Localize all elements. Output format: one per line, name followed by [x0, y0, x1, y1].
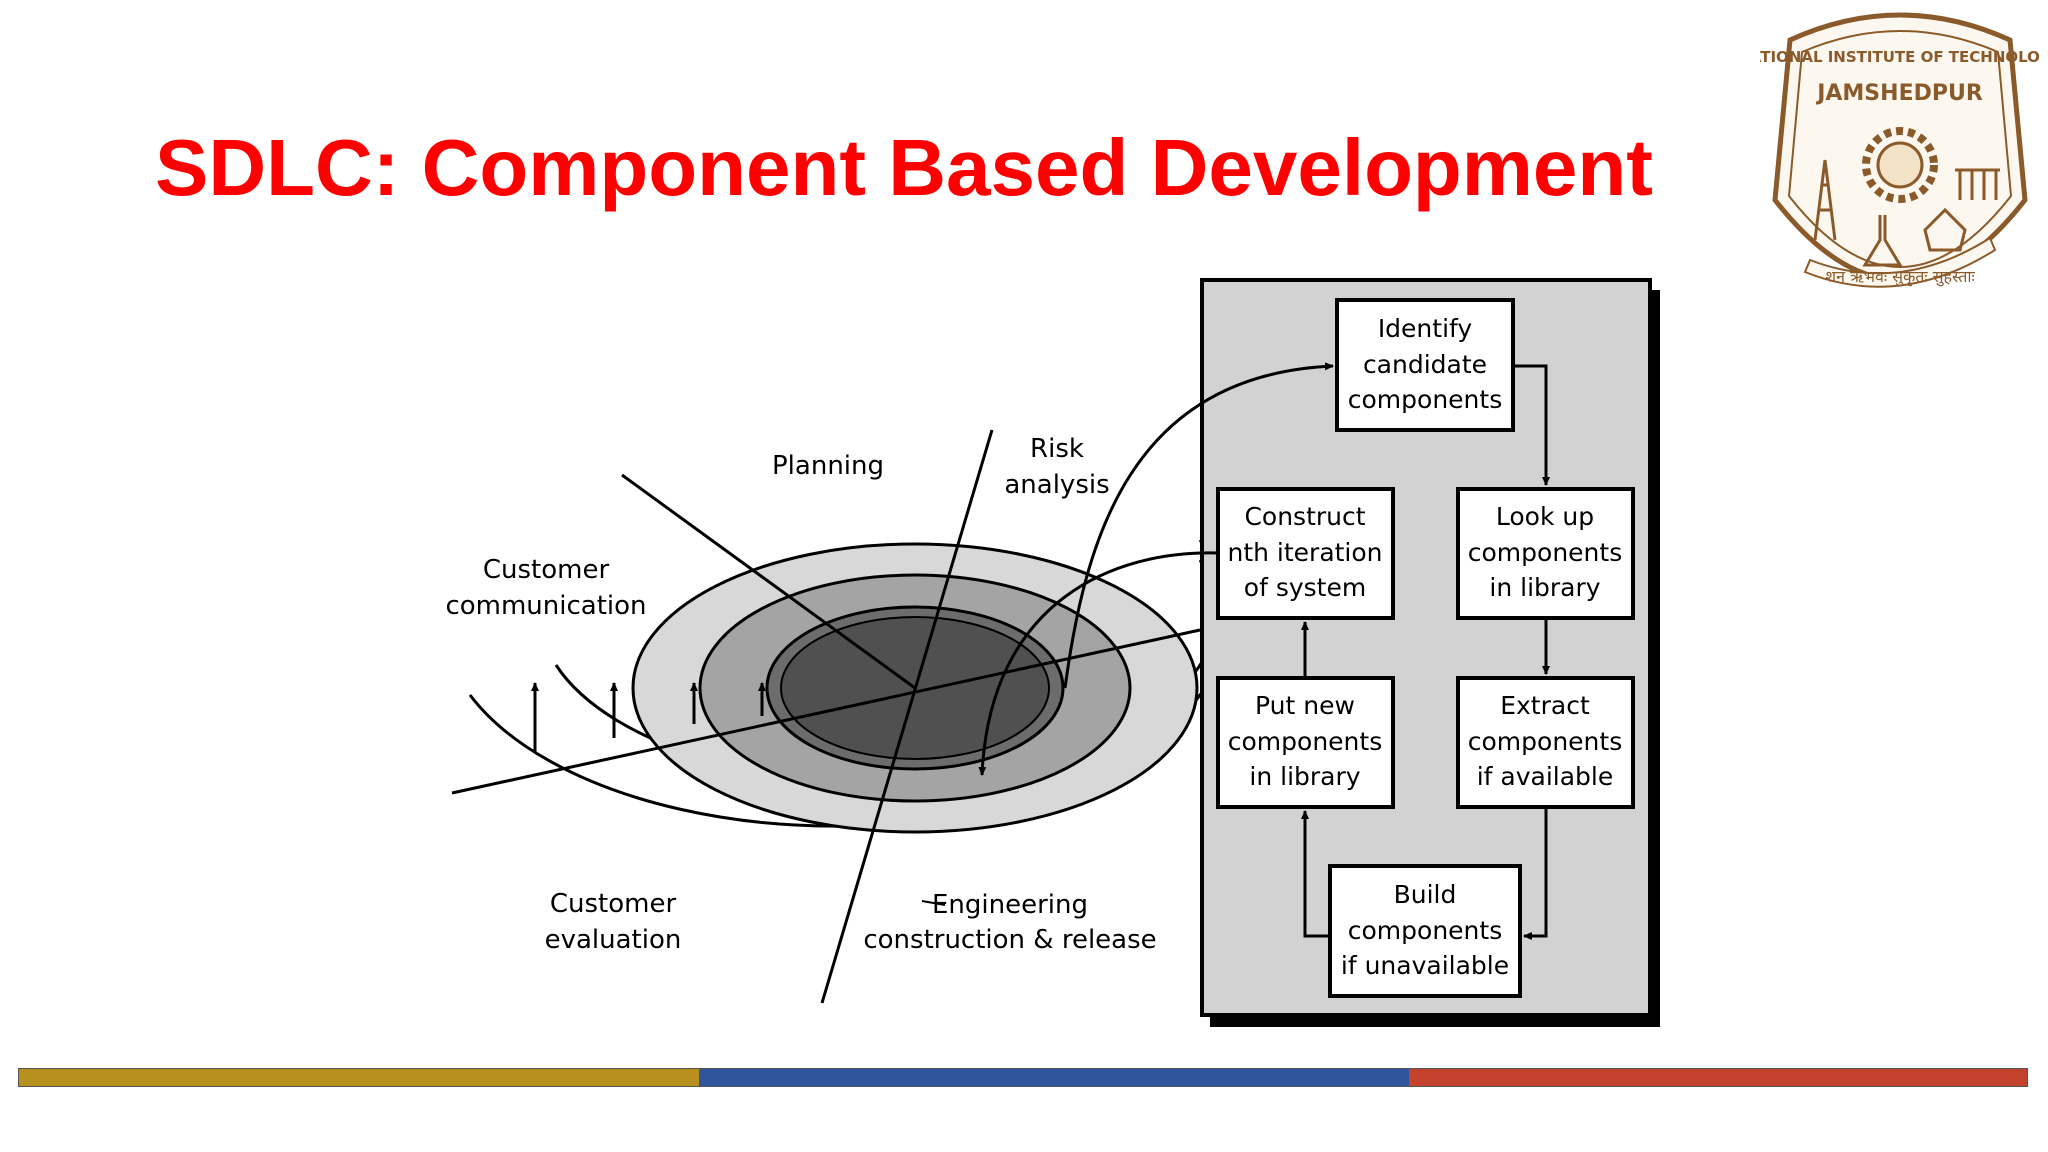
box-text-line: of system [1244, 573, 1366, 602]
footer-color-bar [18, 1068, 2028, 1087]
box-text-line: components [1348, 385, 1502, 414]
box-text-line: components [1468, 727, 1622, 756]
label-eval-2: evaluation [545, 925, 682, 955]
label-eng-1: Engineering [932, 890, 1088, 920]
box-putnew: Put new components in library [1216, 676, 1395, 809]
box-text-line: Look up [1496, 502, 1594, 531]
box-text-line: in library [1249, 762, 1360, 791]
label-planning: Planning [772, 451, 884, 481]
label-risk-1: Risk [1030, 434, 1084, 464]
institute-logo: NATIONAL INSTITUTE OF TECHNOLOGY JAMSHED… [1760, 12, 2040, 288]
slide-title: SDLC: Component Based Development [155, 123, 1653, 212]
logo-arc-text: NATIONAL INSTITUTE OF TECHNOLOGY [1760, 48, 2040, 66]
lab-flask-icon [1862, 207, 1967, 267]
box-text-line: components [1228, 727, 1382, 756]
label-comm-2: communication [445, 591, 646, 621]
logo-motto-text: शन ऋभवः सुकृतः सुहस्ताः [1825, 267, 1975, 287]
box-text-line: components [1468, 538, 1622, 567]
sector-line-planning [621, 473, 916, 690]
box-text-line: components [1348, 916, 1502, 945]
label-risk-2: analysis [1004, 470, 1109, 500]
box-text-line: Put new [1255, 691, 1355, 720]
monument-icon [1955, 168, 2000, 200]
box-lookup: Look up components in library [1456, 487, 1635, 620]
box-extract: Extract components if available [1456, 676, 1635, 809]
box-text-line: Extract [1500, 691, 1590, 720]
box-text-line: nth iteration [1227, 538, 1382, 567]
box-text-line: in library [1489, 573, 1600, 602]
box-text-line: if available [1477, 762, 1614, 791]
box-text-line: Build [1394, 880, 1457, 909]
gear-icon [1862, 127, 1938, 203]
box-text-line: candidate [1363, 350, 1487, 379]
box-identify: Identify candidate components [1335, 298, 1515, 432]
box-construct: Construct nth iteration of system [1216, 487, 1395, 620]
label-eval-1: Customer [550, 889, 677, 919]
spiral-to-identify-arrow [1063, 362, 1334, 689]
tower-icon [1813, 159, 1837, 241]
cbd-diagram: Planning Risk analysis Customer communic… [445, 278, 1660, 1027]
spiral-model: Planning Risk analysis Customer communic… [445, 429, 1230, 1004]
footer-segment-red [1409, 1069, 2027, 1086]
label-eng-2: construction & release [863, 925, 1156, 955]
sector-line-risk [820, 429, 994, 1004]
construct-to-spiral-arrow [978, 551, 1219, 776]
logo-city-text: JAMSHEDPUR [1815, 81, 1983, 106]
box-text-line: Construct [1244, 502, 1365, 531]
sector-line-horizontal [451, 628, 1201, 795]
box-text-line: if unavailable [1341, 951, 1509, 980]
label-comm-1: Customer [483, 555, 610, 585]
footer-segment-blue [699, 1069, 1409, 1086]
footer-segment-gold [19, 1069, 699, 1086]
process-panel: Identify candidate components Look up co… [1200, 278, 1660, 1027]
box-text-line: Identify [1378, 314, 1473, 343]
box-build: Build components if unavailable [1328, 864, 1522, 998]
